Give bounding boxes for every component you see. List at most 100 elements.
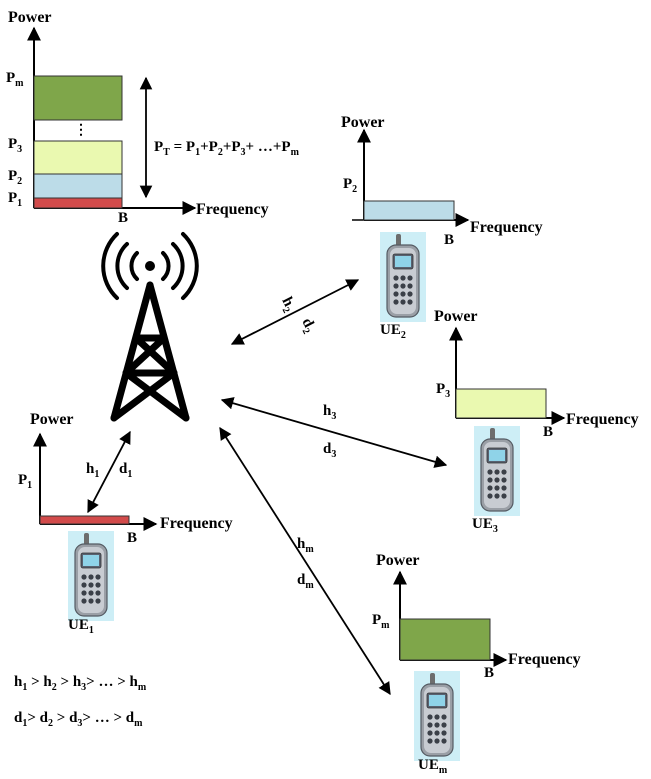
- mobile-phone-icon: [474, 426, 520, 516]
- mobile-phone-icon: [68, 531, 114, 621]
- phone-key: [487, 469, 493, 475]
- phone-key: [407, 299, 413, 305]
- ue3-label: UE3: [472, 516, 498, 535]
- phone-key: [441, 714, 447, 720]
- phone-key: [81, 582, 87, 588]
- phone-key: [393, 291, 399, 297]
- uem-power-plot: Power Frequency B Pm: [372, 552, 581, 681]
- phone-key: [427, 722, 433, 728]
- ue1-power-label: P1: [18, 472, 32, 491]
- phone-key: [407, 275, 413, 281]
- ue3-power-label: P3: [436, 381, 450, 400]
- uem-power-label: Pm: [372, 612, 390, 631]
- ue3-power-plot: Power Frequency B P3: [434, 308, 639, 440]
- cell-tower-icon: [101, 232, 199, 422]
- power-block-p2: [33, 173, 123, 199]
- phone-key: [441, 730, 447, 736]
- level-label-p1: P1: [8, 190, 22, 209]
- ue2-power-plot: Power Frequency B P2: [341, 114, 543, 248]
- phone-key: [81, 598, 87, 604]
- phone-key: [487, 485, 493, 491]
- phone-key: [494, 485, 500, 491]
- ue1-power-block: [39, 515, 130, 525]
- phone-key: [441, 722, 447, 728]
- phone-key: [88, 582, 94, 588]
- power-block-ellipsis: ⋮: [74, 123, 88, 138]
- phone-key: [393, 299, 399, 305]
- label-h1: h1: [86, 461, 99, 480]
- phone-key: [501, 485, 507, 491]
- phone-display: [83, 555, 99, 566]
- phone-key: [393, 275, 399, 281]
- ue2-power-label: P2: [343, 176, 357, 195]
- phone-key: [95, 574, 101, 580]
- link-ue2: [230, 279, 360, 345]
- phone-key: [81, 590, 87, 596]
- phone-key: [427, 714, 433, 720]
- ue1-label: UE1: [68, 617, 94, 636]
- phone-key: [501, 477, 507, 483]
- phone-key: [441, 738, 447, 744]
- label-d1: d1: [119, 461, 132, 480]
- phone-key: [88, 574, 94, 580]
- phone-key: [400, 291, 406, 297]
- label-h3: h3: [323, 403, 336, 422]
- phone-key: [400, 283, 406, 289]
- phone-key: [494, 477, 500, 483]
- power-block-pm: [33, 75, 123, 121]
- label-hm: hm: [297, 536, 314, 555]
- total-power-equation: PT = P1+P2+P3+ …+Pm: [154, 139, 300, 158]
- ue3-plot-bandwidth-label: B: [543, 424, 553, 440]
- phone-key: [95, 590, 101, 596]
- phone-key: [393, 283, 399, 289]
- ue2-label: UE2: [380, 322, 406, 341]
- link-uem: [219, 426, 391, 696]
- phone-key: [434, 722, 440, 728]
- phone-key: [407, 291, 413, 297]
- distance-inequality: d1> d2 > d3> … > dm: [14, 710, 143, 729]
- mobile-phone-icon: [414, 671, 460, 761]
- phone-key: [427, 730, 433, 736]
- mobile-phone-icon: [380, 232, 426, 322]
- phone-key: [400, 299, 406, 305]
- phone-key: [95, 598, 101, 604]
- ue3-power-block: [455, 388, 547, 419]
- link-ue1: [87, 430, 131, 514]
- power-block-p1: [33, 197, 123, 209]
- level-label-pm: Pm: [6, 70, 24, 89]
- phone-key: [487, 477, 493, 483]
- power-block-p3: [33, 140, 123, 175]
- uem-power-block: [399, 618, 491, 661]
- ue1-plot-bandwidth-label: B: [127, 530, 137, 546]
- ue2-plot-y-label: Power: [341, 114, 385, 131]
- ue3-plot-x-label: Frequency: [566, 411, 639, 428]
- phone-key: [81, 574, 87, 580]
- uem-plot-y-label: Power: [376, 552, 420, 569]
- phone-key: [494, 493, 500, 499]
- phone-display: [489, 450, 505, 461]
- phone-display: [429, 695, 445, 706]
- top-plot-bandwidth-label: B: [118, 210, 128, 226]
- uem-plot-bandwidth-label: B: [484, 665, 494, 681]
- phone-key: [95, 582, 101, 588]
- channel-inequality: h1 > h2 > h3> … > hm: [14, 674, 147, 693]
- uem-plot-x-label: Frequency: [508, 651, 581, 668]
- phone-key: [88, 590, 94, 596]
- uem-label: UEm: [418, 757, 448, 774]
- phone-key: [487, 493, 493, 499]
- top-plot-y-label: Power: [8, 9, 52, 26]
- ue2-plot-bandwidth-label: B: [444, 232, 454, 248]
- ue1-plot-x-label: Frequency: [160, 515, 233, 532]
- links: [87, 279, 448, 696]
- ue1-power-plot: Power Frequency B P1: [18, 411, 233, 546]
- phone-key: [501, 469, 507, 475]
- label-d3: d3: [323, 441, 336, 460]
- phone-key: [434, 738, 440, 744]
- ue1-plot-y-label: Power: [30, 411, 74, 428]
- phone-key: [501, 493, 507, 499]
- phone-key: [494, 469, 500, 475]
- phone-key: [434, 714, 440, 720]
- phone-key: [427, 738, 433, 744]
